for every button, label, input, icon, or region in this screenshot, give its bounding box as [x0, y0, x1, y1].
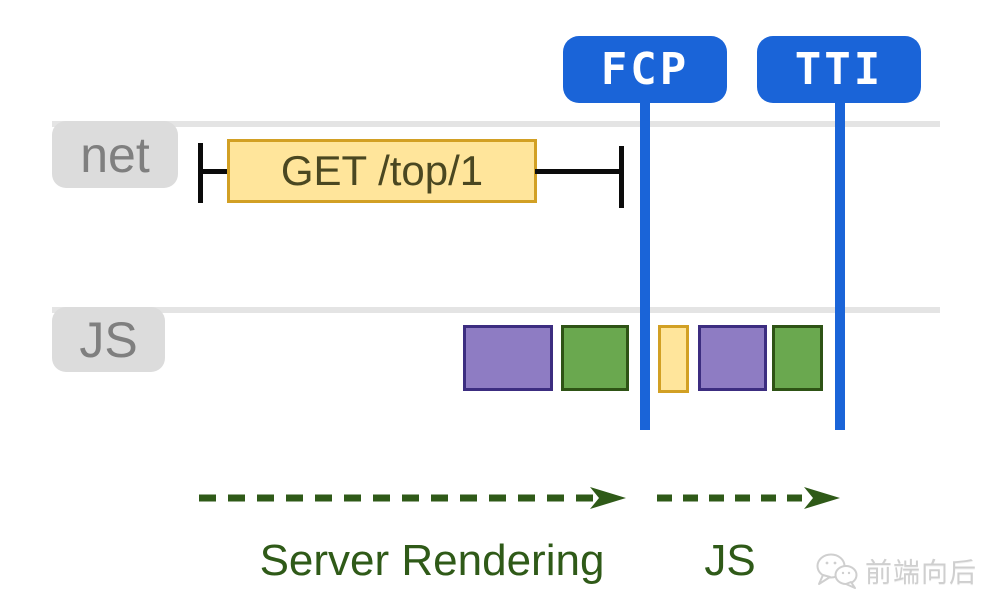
request-start-tick	[198, 143, 203, 203]
js-task-block-yellow	[658, 325, 689, 393]
request-end-tick	[619, 146, 624, 208]
request-left-connector	[203, 169, 229, 174]
net-lane-line	[52, 121, 940, 127]
js-lane-label-text: JS	[79, 311, 138, 368]
net-lane-label: net	[52, 121, 178, 188]
wechat-icon	[816, 553, 858, 589]
fcp-badge-label: FCP	[600, 44, 690, 95]
js-task-block-purple	[463, 325, 553, 391]
js-task-block-green	[772, 325, 823, 391]
tti-marker-line	[835, 99, 845, 430]
fcp-badge: FCP	[563, 36, 727, 103]
request-right-connector	[535, 169, 621, 174]
network-request-bar: GET /top/1	[227, 139, 537, 203]
server-rendering-arrow	[199, 487, 626, 509]
js-lane-label: JS	[52, 307, 165, 372]
js-task-block-green	[561, 325, 629, 391]
js-phase-label: JS	[704, 536, 756, 585]
js-task-block-purple	[698, 325, 767, 391]
watermark: 前端向后	[815, 551, 977, 590]
server-rendering-phase-label: Server Rendering	[259, 536, 605, 585]
network-request-label: GET /top/1	[280, 147, 484, 194]
js-lane-line	[52, 307, 940, 313]
net-lane-label-text: net	[80, 126, 150, 183]
tti-badge: TTI	[757, 36, 921, 103]
fcp-marker-line	[640, 99, 650, 430]
watermark-text: 前端向后	[865, 558, 977, 588]
js-arrow	[657, 487, 840, 509]
tti-badge-label: TTI	[794, 44, 884, 95]
